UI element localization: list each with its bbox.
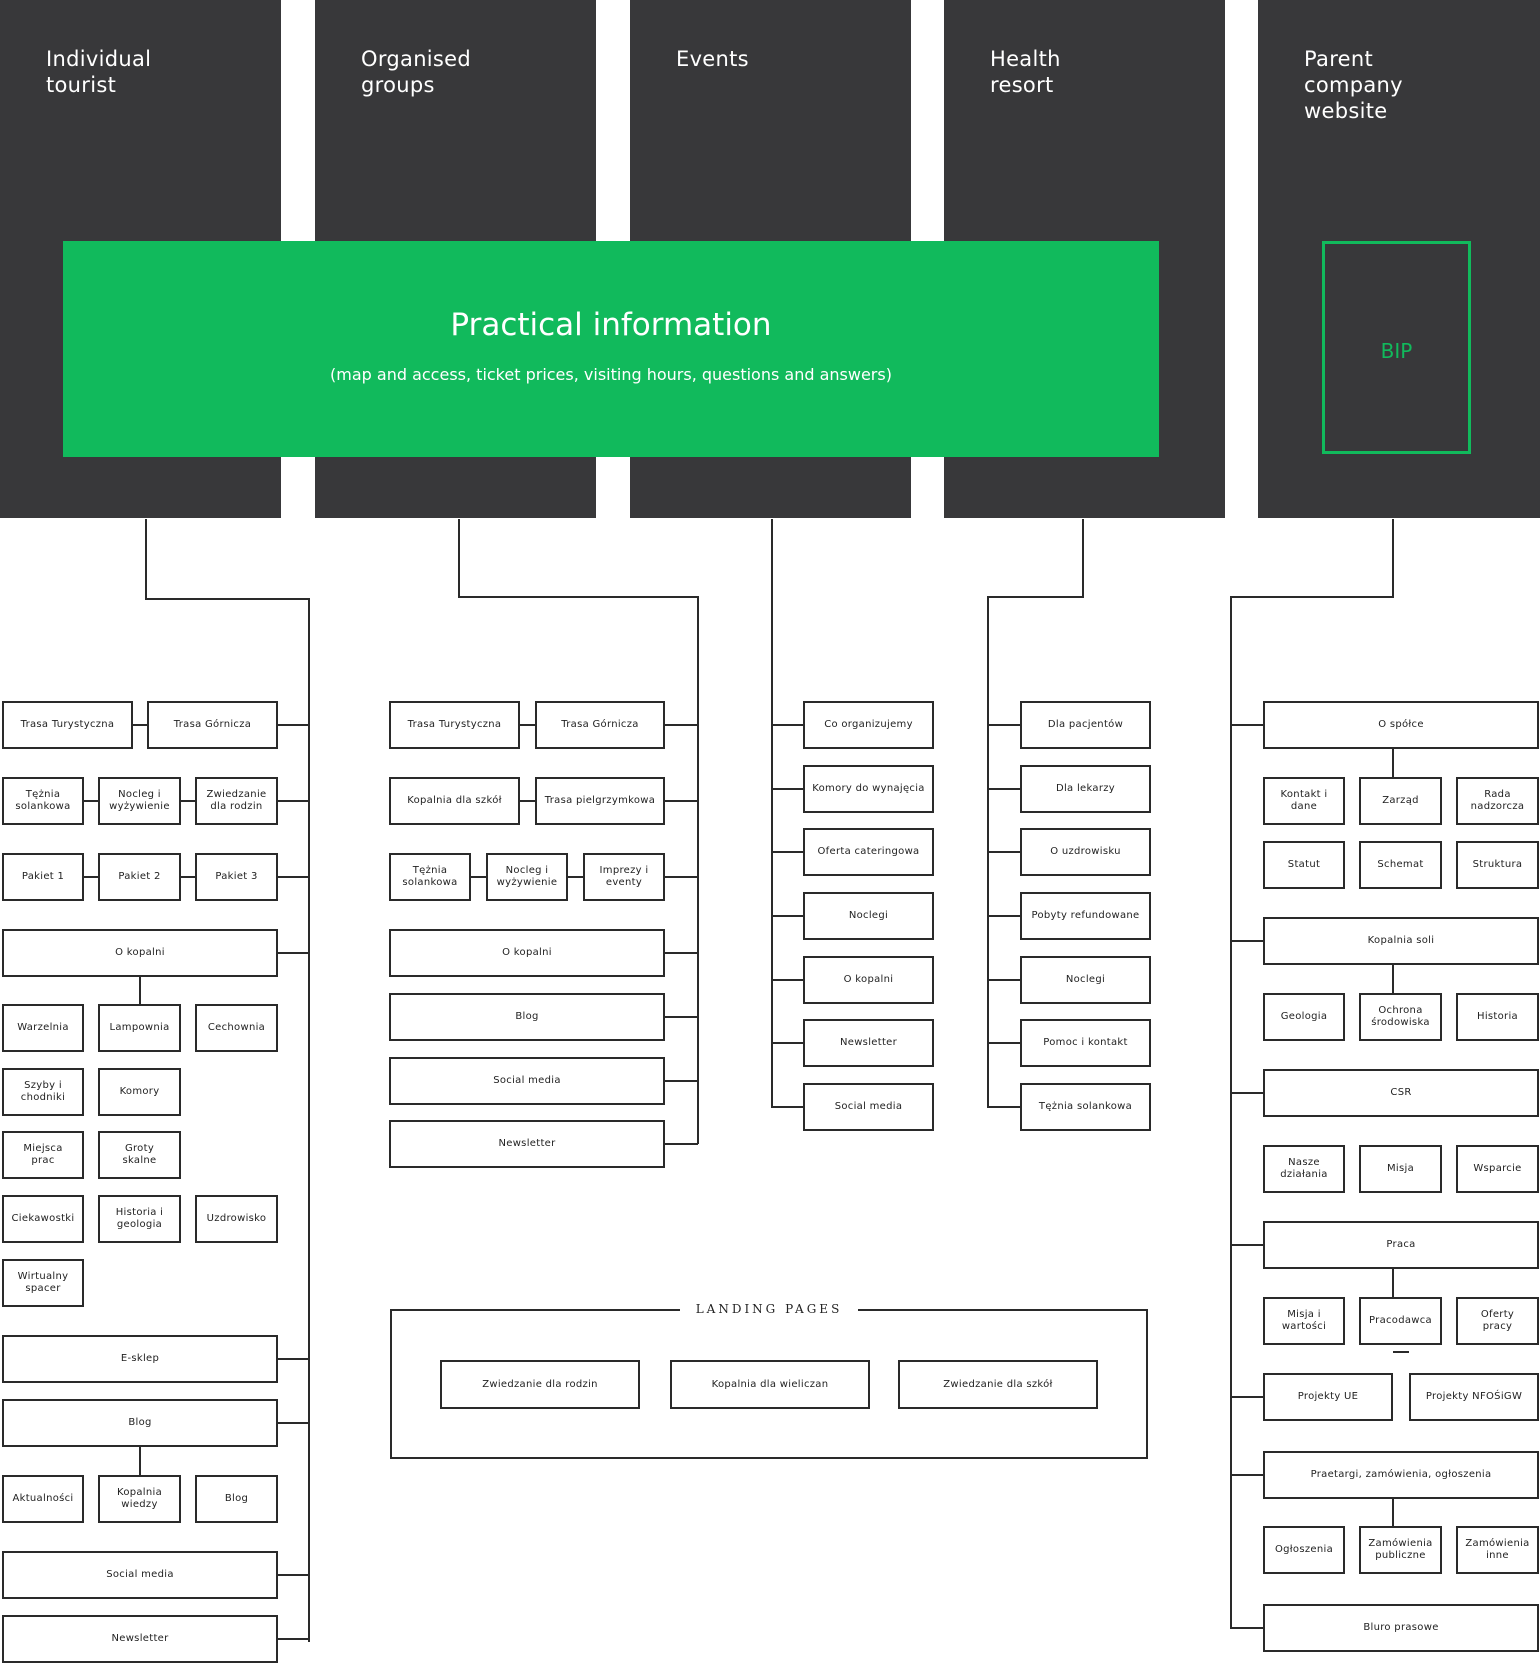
box-warzelnia: Warzelnia bbox=[2, 1004, 84, 1052]
box-schemat: Schemat bbox=[1359, 841, 1442, 889]
box-landing-zwiedzanie-szkol: Zwiedzanie dla szkół bbox=[898, 1360, 1098, 1409]
box-e-sklep: E-sklep bbox=[2, 1335, 278, 1383]
box-landing-zwiedzanie-rodzin: Zwiedzanie dla rodzin bbox=[440, 1360, 640, 1409]
box-nasze-dzialania: Nasze działania bbox=[1263, 1145, 1345, 1193]
box-uzdrowisko: Uzdrowisko bbox=[195, 1195, 278, 1243]
practical-title: Practical information bbox=[450, 307, 772, 343]
bip-box: BIP bbox=[1322, 241, 1471, 454]
box-social-media: Social media bbox=[803, 1083, 934, 1131]
box-nocleg: Nocleg i wyżywienie bbox=[98, 777, 181, 825]
box-miejsca-prac: Miejsca prac bbox=[2, 1131, 84, 1179]
box-social-media: Social media bbox=[389, 1057, 665, 1105]
box-groty-skalne: Groty skalne bbox=[98, 1131, 181, 1179]
box-newsletter: Newsletter bbox=[803, 1019, 934, 1067]
box-ciekawostki: Ciekawostki bbox=[2, 1195, 84, 1243]
box-zamowienia-publiczne: Zamówienia publiczne bbox=[1359, 1526, 1442, 1574]
box-trasa-pielgrzymkowa: Trasa pielgrzymkowa bbox=[535, 777, 665, 825]
box-co-organizujemy: Co organizujemy bbox=[803, 701, 934, 749]
column-title: Parent company website bbox=[1304, 47, 1403, 123]
box-o-uzdrowisku: O uzdrowisku bbox=[1020, 828, 1151, 876]
box-kopalnia-soli: Kopalnia soli bbox=[1263, 917, 1539, 965]
column-title: Events bbox=[676, 47, 749, 71]
box-pakiet-3: Pakiet 3 bbox=[195, 853, 278, 901]
box-zamowienia-inne: Zamówienia inne bbox=[1456, 1526, 1539, 1574]
box-newsletter: Newsletter bbox=[389, 1120, 665, 1168]
box-ogloszenia: Ogłoszenia bbox=[1263, 1526, 1345, 1574]
box-historia: Historia bbox=[1456, 993, 1539, 1041]
practical-subtitle: (map and access, ticket prices, visiting… bbox=[330, 365, 892, 384]
box-pakiet-1: Pakiet 1 bbox=[2, 853, 84, 901]
box-trasa-turystyczna: Trasa Turystyczna bbox=[2, 701, 133, 749]
box-pobyty-refundowane: Pobyty refundowane bbox=[1020, 892, 1151, 940]
practical-information-band: Practical information (map and access, t… bbox=[63, 241, 1159, 457]
box-komory: Komory bbox=[98, 1068, 181, 1116]
box-komory-do-wynajecia: Komory do wynajęcia bbox=[803, 765, 934, 813]
box-nocleg: Nocleg i wyżywienie bbox=[486, 853, 568, 901]
box-wsparcie: Wsparcie bbox=[1456, 1145, 1539, 1193]
box-imprezy-eventy: Imprezy i eventy bbox=[583, 853, 665, 901]
box-dla-pacjentow: Dla pacjentów bbox=[1020, 701, 1151, 749]
box-o-kopalni: O kopalni bbox=[389, 929, 665, 977]
box-pracodawca: Pracodawca bbox=[1359, 1297, 1442, 1345]
box-kopalnia-dla-szkol: Kopalnia dla szkół bbox=[389, 777, 520, 825]
box-o-spolce: O spółce bbox=[1263, 701, 1539, 749]
box-o-kopalni: O kopalni bbox=[2, 929, 278, 977]
box-trasa-gornicza: Trasa Górnicza bbox=[147, 701, 278, 749]
box-projekty-ue: Projekty UE bbox=[1263, 1373, 1393, 1421]
box-teznia-solankowa: Tężnia solankowa bbox=[389, 853, 471, 901]
box-zwiedzanie-rodzin: Zwiedzanie dla rodzin bbox=[195, 777, 278, 825]
box-kontakt-dane: Kontakt i dane bbox=[1263, 777, 1345, 825]
box-teznia-solankowa: Tężnia solankowa bbox=[1020, 1083, 1151, 1131]
box-kopalnia-wiedzy: Kopalnia wiedzy bbox=[98, 1475, 181, 1523]
box-csr: CSR bbox=[1263, 1069, 1539, 1117]
column-title: Organised groups bbox=[361, 47, 472, 97]
box-misja-wartosci: Misja i wartości bbox=[1263, 1297, 1345, 1345]
box-projekty-nfosigw: Projekty NFOŚiGW bbox=[1409, 1373, 1539, 1421]
box-o-kopalni: O kopalni bbox=[803, 956, 934, 1004]
box-blog: Blog bbox=[2, 1399, 278, 1447]
box-trasa-gornicza: Trasa Górnicza bbox=[535, 701, 665, 749]
box-social-media: Social media bbox=[2, 1551, 278, 1599]
box-pomoc-i-kontakt: Pomoc i kontakt bbox=[1020, 1019, 1151, 1067]
bip-label: BIP bbox=[1380, 339, 1413, 363]
column-title: Individual tourist bbox=[46, 47, 152, 97]
box-struktura: Struktura bbox=[1456, 841, 1539, 889]
box-newsletter: Newsletter bbox=[2, 1615, 278, 1663]
box-teznia-solankowa: Tężnia solankowa bbox=[2, 777, 84, 825]
box-wirtualny-spacer: Wirtualny spacer bbox=[2, 1259, 84, 1307]
box-szyby: Szyby i chodniki bbox=[2, 1068, 84, 1116]
box-rada-nadzorcza: Rada nadzorcza bbox=[1456, 777, 1539, 825]
box-zarzad: Zarząd bbox=[1359, 777, 1442, 825]
box-noclegi: Noclegi bbox=[1020, 956, 1151, 1004]
box-blog-sub: Blog bbox=[195, 1475, 278, 1523]
box-ochrona-srodowiska: Ochrona środowiska bbox=[1359, 993, 1442, 1041]
box-lampownia: Lampownia bbox=[98, 1004, 181, 1052]
box-praca: Praca bbox=[1263, 1221, 1539, 1269]
box-noclegi: Noclegi bbox=[803, 892, 934, 940]
box-przetargi: Praetargi, zamówienia, ogłoszenia bbox=[1263, 1451, 1539, 1499]
box-landing-kopalnia-wieliczan: Kopalnia dla wieliczan bbox=[670, 1360, 870, 1409]
landing-pages-title: LANDING PAGES bbox=[680, 1300, 858, 1318]
box-historia-geologia: Historia i geologia bbox=[98, 1195, 181, 1243]
column-parent-company: Parent company website bbox=[1258, 0, 1540, 518]
box-cechownia: Cechownia bbox=[195, 1004, 278, 1052]
box-trasa-turystyczna: Trasa Turystyczna bbox=[389, 701, 520, 749]
box-dla-lekarzy: Dla lekarzy bbox=[1020, 765, 1151, 813]
box-blog: Blog bbox=[389, 993, 665, 1041]
box-biuro-prasowe: Bluro prasowe bbox=[1263, 1604, 1539, 1652]
connector-trunk bbox=[145, 519, 310, 1642]
box-pakiet-2: Pakiet 2 bbox=[98, 853, 181, 901]
column-title: Health resort bbox=[990, 47, 1061, 97]
box-geologia: Geologia bbox=[1263, 993, 1345, 1041]
box-misja: Misja bbox=[1359, 1145, 1442, 1193]
box-oferty-pracy: Oferty pracy bbox=[1456, 1297, 1539, 1345]
box-aktualnosci: Aktualności bbox=[2, 1475, 84, 1523]
box-oferta-cateringowa: Oferta cateringowa bbox=[803, 828, 934, 876]
box-statut: Statut bbox=[1263, 841, 1345, 889]
